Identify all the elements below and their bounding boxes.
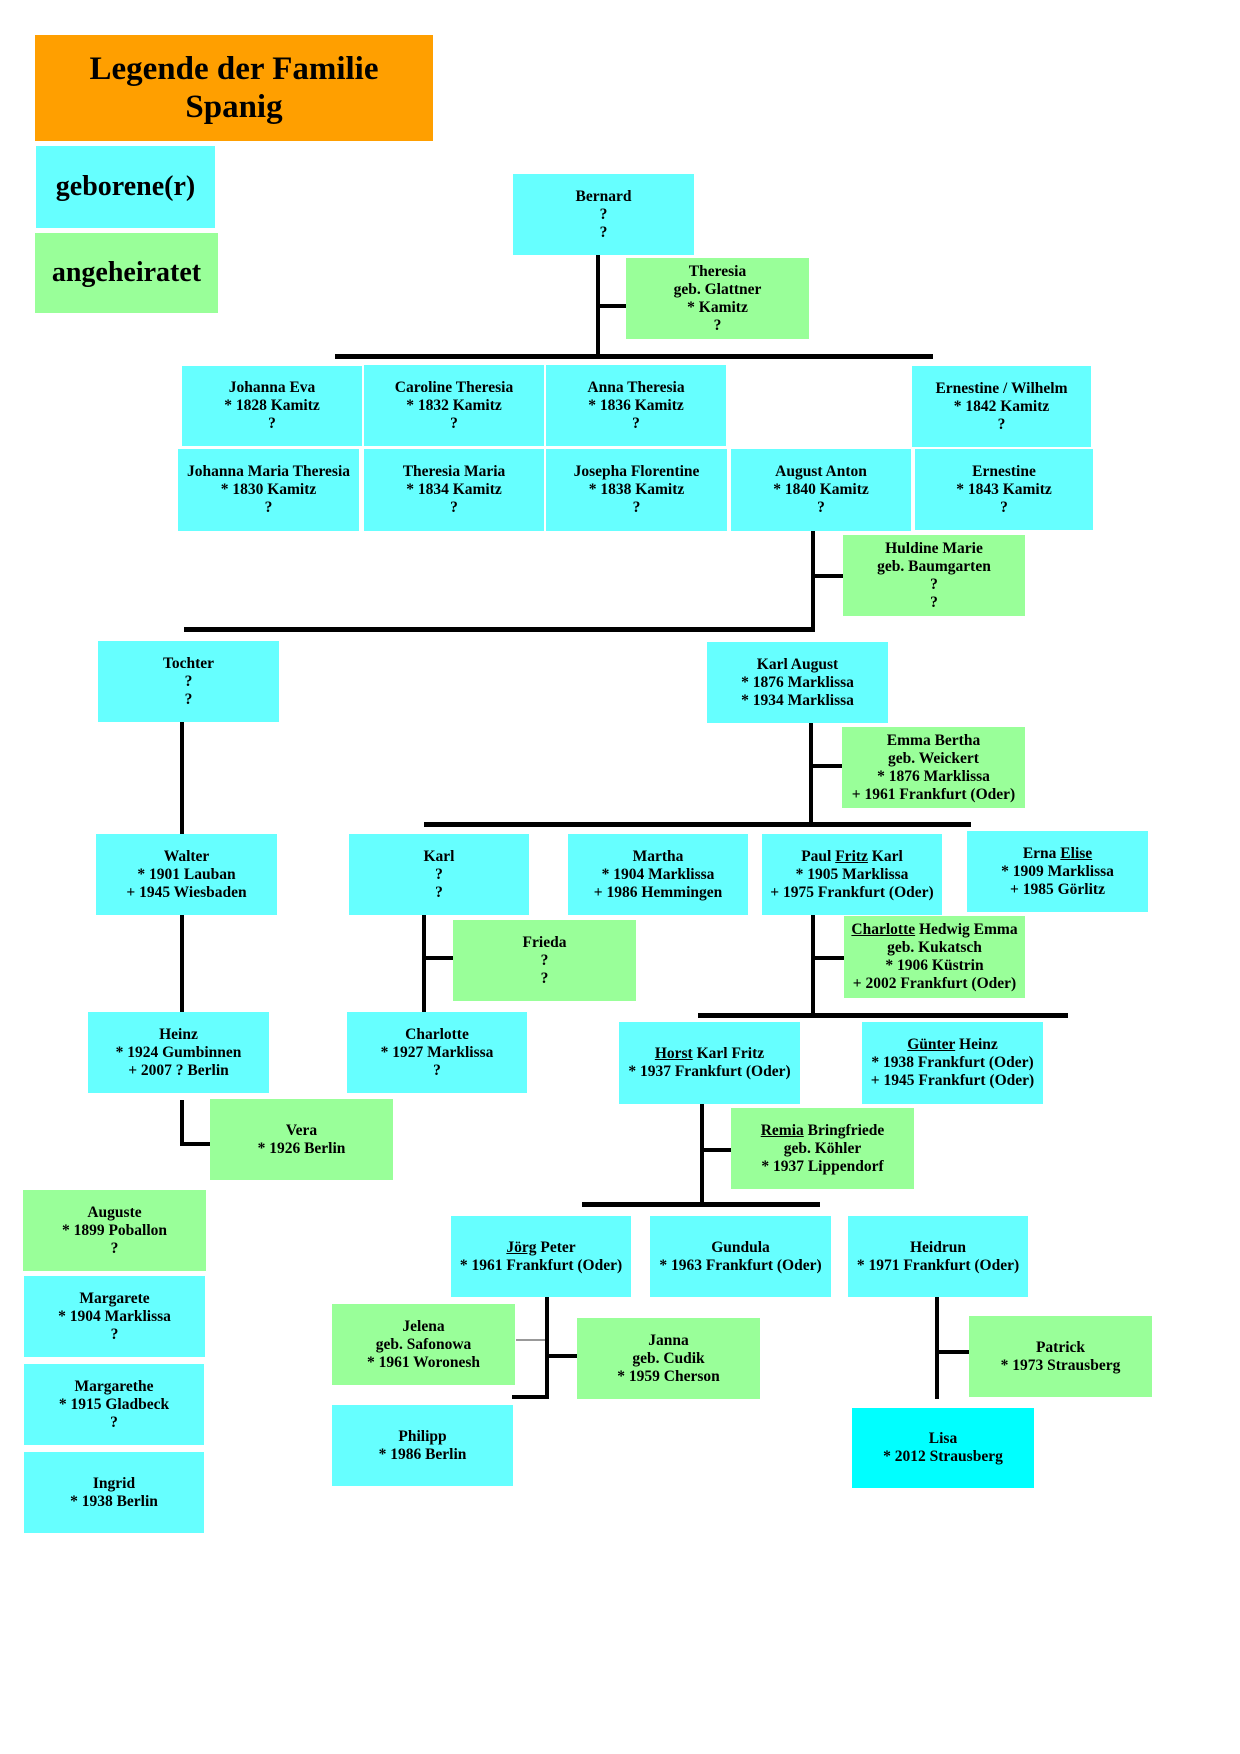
connector-line xyxy=(698,1013,1068,1018)
legend-born: geborene(r) xyxy=(36,146,215,228)
connector-line xyxy=(935,1297,939,1399)
legend-married-in: angeheiratet xyxy=(35,233,218,313)
person-ernestine-wilhelm: Ernestine / Wilhelm * 1842 Kamitz ? xyxy=(912,366,1091,447)
person-erna-elise: Erna Elise * 1909 Marklissa + 1985 Görli… xyxy=(967,831,1148,912)
person-huldine-marie: Huldine Marie geb. Baumgarten ? ? xyxy=(843,535,1025,616)
person-theresia: Theresia geb. Glattner * Kamitz ? xyxy=(626,258,809,339)
person-josepha-florentine: Josepha Florentine * 1838 Kamitz ? xyxy=(546,449,727,531)
person-patrick: Patrick * 1973 Strausberg xyxy=(969,1316,1152,1397)
connector-line xyxy=(937,1350,969,1354)
person-auguste: Auguste * 1899 Poballon ? xyxy=(23,1190,206,1271)
person-ernestine: Ernestine * 1843 Kamitz ? xyxy=(915,449,1093,530)
connector-line xyxy=(545,1297,549,1399)
person-theresia-maria: Theresia Maria * 1834 Kamitz ? xyxy=(364,449,544,531)
chart-title: Legende der Familie Spanig xyxy=(35,35,433,141)
person-frieda: Frieda ? ? xyxy=(453,920,636,1001)
person-guenter-heinz: Günter Heinz * 1938 Frankfurt (Oder) + 1… xyxy=(862,1022,1043,1104)
connector-line xyxy=(422,914,426,1016)
connector-line xyxy=(547,1354,577,1358)
connector-line xyxy=(424,956,454,960)
person-janna: Janna geb. Cudik * 1959 Cherson xyxy=(577,1318,760,1399)
connector-line xyxy=(335,354,933,359)
connector-line xyxy=(184,627,815,632)
person-karl-august: Karl August * 1876 Marklissa * 1934 Mark… xyxy=(707,642,888,723)
person-anna-theresia: Anna Theresia * 1836 Kamitz ? xyxy=(546,365,726,446)
person-emma-bertha: Emma Bertha geb. Weickert * 1876 Marklis… xyxy=(842,727,1025,808)
person-margarete: Margarete * 1904 Marklissa ? xyxy=(24,1276,205,1357)
person-karl: Karl ? ? xyxy=(349,834,529,915)
connector-line xyxy=(512,1395,549,1399)
connector-line xyxy=(813,956,845,960)
person-johanna-eva: Johanna Eva * 1828 Kamitz ? xyxy=(182,366,362,446)
person-lisa: Lisa * 2012 Strausberg xyxy=(852,1408,1034,1488)
connector-line xyxy=(700,1104,704,1206)
person-martha: Martha * 1904 Marklissa + 1986 Hemmingen xyxy=(568,834,748,915)
person-heidrun: Heidrun * 1971 Frankfurt (Oder) xyxy=(848,1216,1028,1297)
connector-line xyxy=(598,304,626,308)
connector-line xyxy=(811,530,815,631)
connector-line xyxy=(180,1100,184,1146)
person-heinz: Heinz * 1924 Gumbinnen + 2007 ? Berlin xyxy=(88,1012,269,1093)
person-gundula: Gundula * 1963 Frankfurt (Oder) xyxy=(650,1216,831,1297)
person-ingrid: Ingrid * 1938 Berlin xyxy=(24,1452,204,1533)
person-vera: Vera * 1926 Berlin xyxy=(210,1099,393,1180)
connector-line xyxy=(813,574,847,578)
person-philipp: Philipp * 1986 Berlin xyxy=(332,1405,513,1486)
connector-line xyxy=(809,723,813,825)
connector-line xyxy=(702,1148,732,1152)
person-charlotte: Charlotte * 1927 Marklissa ? xyxy=(347,1012,527,1093)
connector-line xyxy=(811,914,815,1016)
person-caroline-theresia: Caroline Theresia * 1832 Kamitz ? xyxy=(364,365,544,446)
person-johanna-maria-theresia: Johanna Maria Theresia * 1830 Kamitz ? xyxy=(178,449,359,531)
connector-line xyxy=(424,822,971,827)
person-paul-fritz-karl: Paul Fritz Karl * 1905 Marklissa + 1975 … xyxy=(762,834,942,915)
connector-line xyxy=(582,1202,820,1207)
person-bernard: Bernard ? ? xyxy=(513,174,694,255)
person-remia-bringfriede: Remia Bringfriede geb. Köhler * 1937 Lip… xyxy=(731,1108,914,1189)
person-charlotte-hedwig-emma: Charlotte Hedwig Emma geb. Kukatsch * 19… xyxy=(844,916,1025,998)
connector-line xyxy=(180,722,184,836)
connector-line xyxy=(182,1142,213,1146)
connector-line xyxy=(516,1339,545,1341)
connector-line xyxy=(811,764,843,768)
person-walter: Walter * 1901 Lauban + 1945 Wiesbaden xyxy=(96,834,277,915)
connector-line xyxy=(180,914,184,1016)
person-joerg-peter: Jörg Peter * 1961 Frankfurt (Oder) xyxy=(451,1216,631,1297)
person-tochter: Tochter ? ? xyxy=(98,641,279,722)
person-jelena: Jelena geb. Safonowa * 1961 Woronesh xyxy=(332,1304,515,1385)
person-margarethe: Margarethe * 1915 Gladbeck ? xyxy=(24,1364,204,1445)
person-horst-karl-fritz: Horst Karl Fritz * 1937 Frankfurt (Oder) xyxy=(619,1022,800,1104)
person-august-anton: August Anton * 1840 Kamitz ? xyxy=(731,449,911,531)
